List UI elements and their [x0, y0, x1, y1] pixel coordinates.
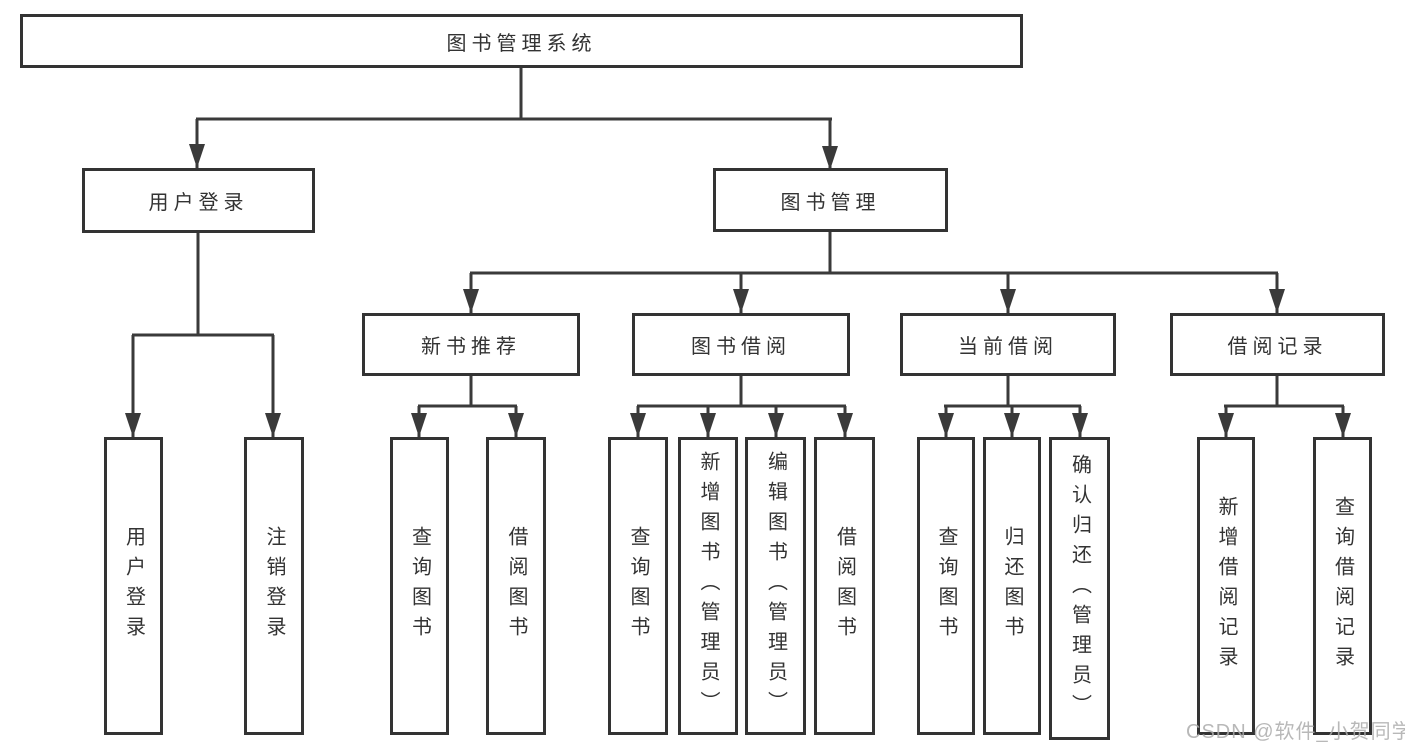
node-leaf-borrow-books-1: 借阅图书	[486, 437, 546, 735]
node-leaf-edit-books-admin: 编辑图书（管理员）	[745, 437, 806, 735]
node-current-borrowing: 当前借阅	[900, 313, 1116, 376]
node-leaf-add-borrow-record: 新增借阅记录	[1197, 437, 1255, 735]
node-leaf-user-login: 用户登录	[104, 437, 163, 735]
node-leaf-query-books-3: 查询图书	[917, 437, 975, 735]
node-new-book-recommend: 新书推荐	[362, 313, 580, 376]
node-book-borrowing: 图书借阅	[632, 313, 850, 376]
node-leaf-query-books-2: 查询图书	[608, 437, 668, 735]
node-user-login: 用户登录	[82, 168, 315, 233]
connector-arrows	[125, 119, 1351, 437]
node-leaf-logout: 注销登录	[244, 437, 304, 735]
node-borrowing-records: 借阅记录	[1170, 313, 1385, 376]
node-library-management-system: 图书管理系统	[20, 14, 1023, 68]
node-leaf-query-borrow-record: 查询借阅记录	[1313, 437, 1372, 735]
node-leaf-borrow-books-2: 借阅图书	[814, 437, 875, 735]
node-leaf-confirm-return-admin: 确认归还（管理员）	[1049, 437, 1110, 740]
node-leaf-query-books-1: 查询图书	[390, 437, 449, 735]
csdn-watermark: CSDN @软件_小贺同学	[1186, 721, 1405, 743]
node-leaf-add-books-admin: 新增图书（管理员）	[678, 437, 738, 735]
node-leaf-return-books: 归还图书	[983, 437, 1041, 735]
node-book-management: 图书管理	[713, 168, 948, 232]
